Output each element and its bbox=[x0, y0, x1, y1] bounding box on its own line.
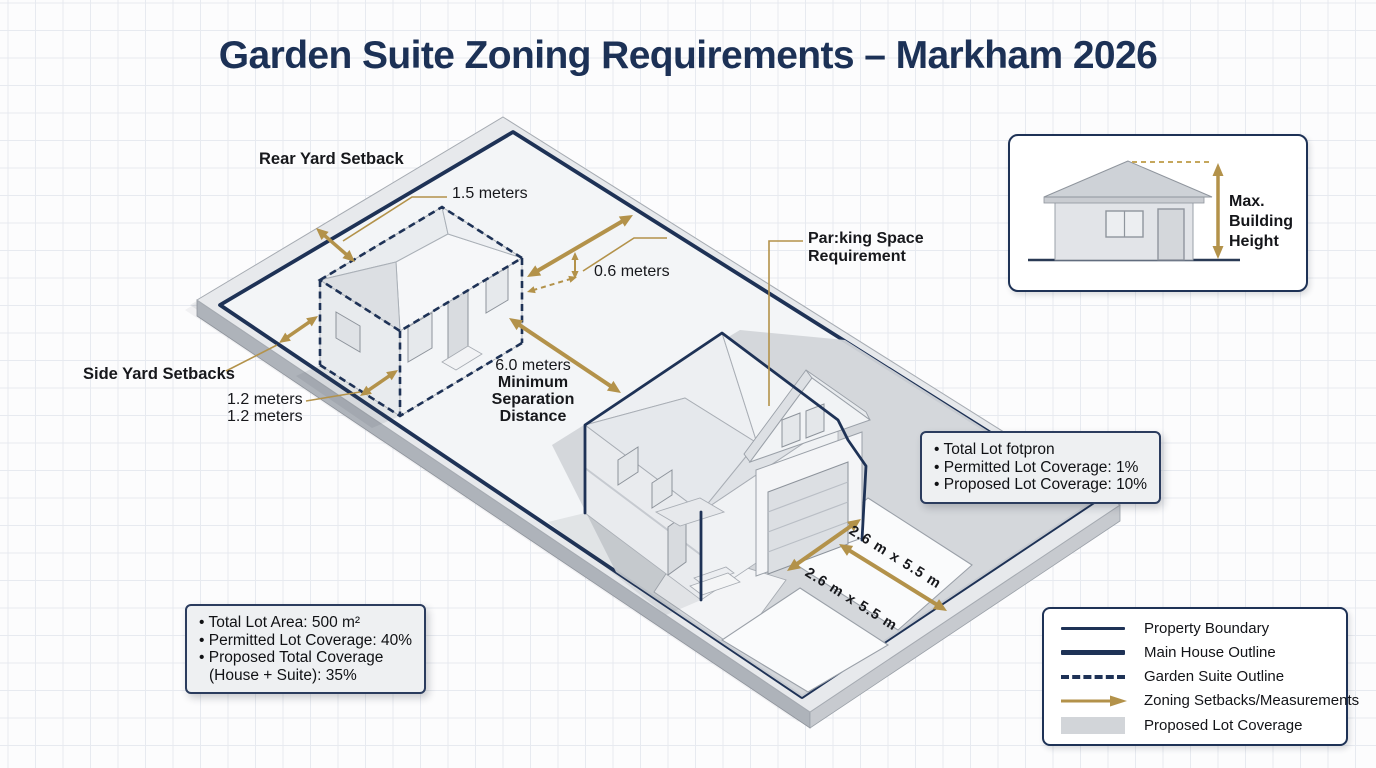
eave-setback-value: 0.6 meters bbox=[594, 263, 670, 280]
rear-yard-setback-label: Rear Yard Setback bbox=[259, 150, 404, 168]
legend-label: Main House Outline bbox=[1144, 643, 1276, 661]
suite-stats-box: • Total Lot fotpron • Permitted Lot Cove… bbox=[920, 431, 1162, 504]
parking-space-label: Par:king Space Requirement bbox=[808, 230, 924, 265]
legend-label: Proposed Lot Coverage bbox=[1144, 716, 1303, 734]
separation-line2: Separation bbox=[491, 391, 575, 408]
lot-stat-line: • Permitted Lot Coverage: 40% bbox=[199, 631, 413, 649]
lot-stat-line: • Proposed Total Coverage bbox=[199, 649, 384, 666]
gable-window bbox=[781, 412, 801, 448]
page-title: Garden Suite Zoning Requirements – Markh… bbox=[218, 34, 1158, 77]
parking-line2: Requirement bbox=[808, 247, 906, 265]
parking-line1: Par:king Space bbox=[808, 230, 924, 247]
inset-house-door bbox=[1157, 208, 1185, 261]
legend-row-coverage: Proposed Lot Coverage bbox=[1054, 714, 1336, 736]
main-house bbox=[548, 331, 872, 615]
suite-stat-line: • Permitted Lot Coverage: 1% bbox=[934, 458, 1139, 476]
separation-value: 6.0 meters bbox=[495, 357, 571, 374]
max-height-inset: Max. Building Height bbox=[1008, 134, 1308, 292]
suite-window bbox=[335, 311, 361, 353]
porch-steps bbox=[689, 572, 741, 596]
max-height-line1: Max. bbox=[1229, 193, 1265, 210]
height-inset-drawing bbox=[1028, 160, 1240, 262]
legend-row-main-house: Main House Outline bbox=[1054, 641, 1336, 663]
legend-row-garden-suite: Garden Suite Outline bbox=[1054, 666, 1336, 688]
lot-stat-line: (House + Suite): 35% bbox=[209, 666, 357, 684]
separation-line1: Minimum bbox=[497, 374, 569, 391]
setback-arrow-icon bbox=[1054, 694, 1132, 708]
separation-distance-label: 6.0 meters Minimum Separation Distance bbox=[458, 357, 608, 425]
measurement-leader-lines bbox=[225, 196, 803, 406]
inset-house-eave bbox=[1043, 196, 1205, 204]
legend-row-property-boundary: Property Boundary bbox=[1054, 617, 1336, 639]
legend-label: Garden Suite Outline bbox=[1144, 668, 1285, 685]
house-window bbox=[651, 469, 673, 509]
setback-measurement-arrows bbox=[279, 215, 947, 611]
main-house-swatch bbox=[1054, 649, 1132, 655]
rear-setback-value: 1.5 meters bbox=[452, 185, 528, 202]
legend-box: Property Boundary Main House Outline Gar… bbox=[1042, 607, 1359, 746]
coverage-fill-swatch bbox=[1054, 716, 1132, 734]
side-yard-setbacks-label: Side Yard Setbacks bbox=[83, 365, 235, 383]
inset-house-roof bbox=[1043, 160, 1213, 198]
side-setback-value-2: 1.2 meters bbox=[227, 408, 303, 425]
legend-row-setbacks: Zoning Setbacks/Measurements bbox=[1054, 690, 1359, 712]
gold-arrow-icon bbox=[1061, 695, 1127, 707]
max-height-line2: Building bbox=[1229, 213, 1293, 230]
separation-line3: Distance bbox=[499, 408, 567, 425]
porch-roof bbox=[654, 497, 726, 527]
legend-label: Property Boundary bbox=[1144, 619, 1270, 637]
max-height-arrow bbox=[1212, 163, 1224, 259]
side-setback-value-1: 1.2 meters bbox=[227, 391, 303, 408]
lot-stats-box: • Total Lot Area: 500 m² • Permitted Lot… bbox=[185, 604, 427, 694]
suite-stat-line: • Proposed Lot Coverage: 10% bbox=[934, 476, 1148, 493]
suite-stat-line: • Total Lot fotpron bbox=[934, 441, 1055, 458]
house-window bbox=[617, 446, 639, 486]
suite-step bbox=[441, 345, 483, 371]
lot-stat-line: • Total Lot Area: 500 m² bbox=[199, 614, 361, 631]
porch-steps bbox=[693, 566, 735, 585]
legend-label: Zoning Setbacks/Measurements bbox=[1144, 692, 1360, 710]
max-building-height-label: Max. Building Height bbox=[1229, 192, 1293, 252]
max-height-line3: Height bbox=[1229, 233, 1279, 250]
parking-space-1 bbox=[720, 587, 890, 693]
property-boundary-swatch bbox=[1054, 626, 1132, 630]
garden-suite-swatch bbox=[1054, 674, 1132, 679]
main-house-outline bbox=[583, 331, 868, 602]
